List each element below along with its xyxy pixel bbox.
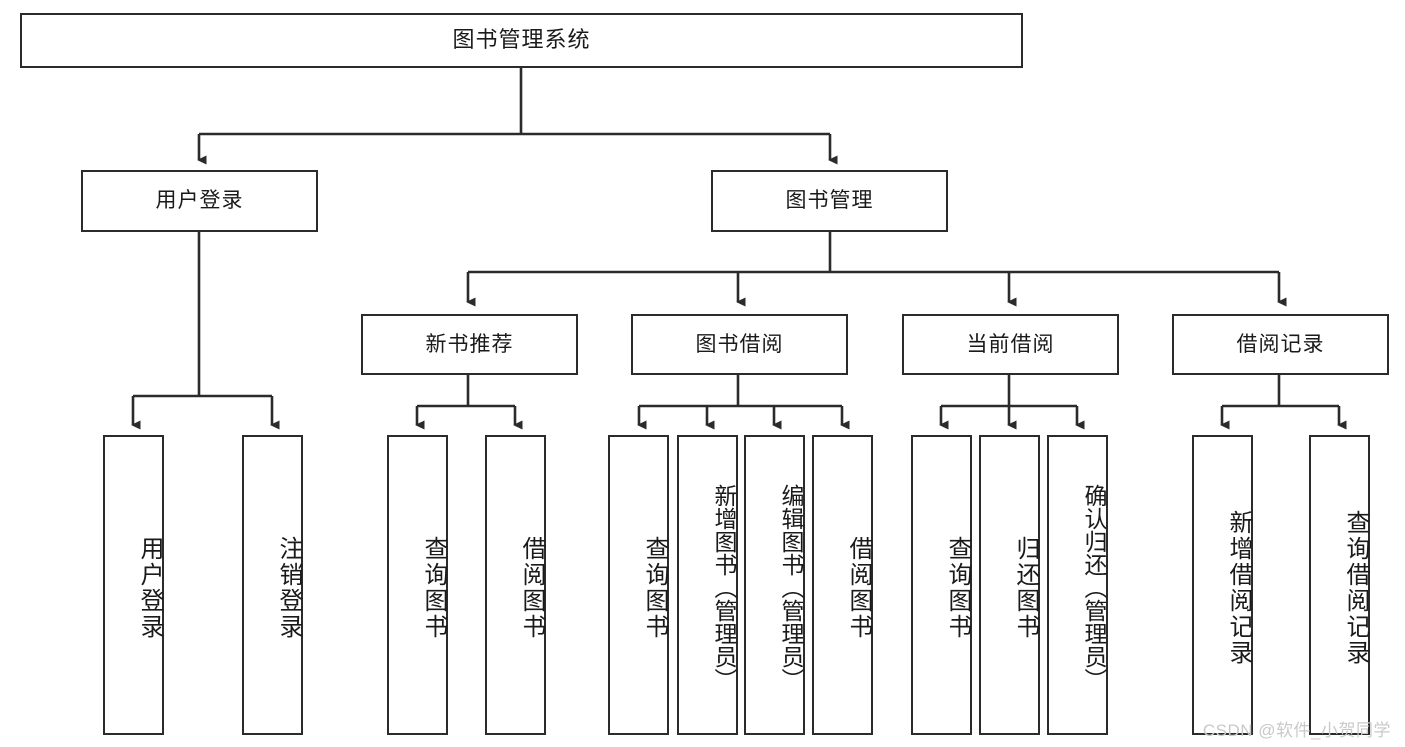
node-label: 新增借阅记录: [1225, 510, 1252, 666]
node-label: 归还图书: [1012, 536, 1039, 640]
leaf-add-borrow-record[interactable]: 新增借阅记录: [1192, 435, 1253, 735]
csdn-watermark: CSDN @软件_小贺同学: [1202, 721, 1391, 740]
leaf-query-books-new[interactable]: 查询图书: [387, 435, 448, 735]
node-book-management[interactable]: 图书管理: [711, 170, 948, 232]
leaf-edit-book-admin[interactable]: 编辑图书（管理员）: [744, 435, 805, 735]
leaf-user-login[interactable]: 用户登录: [103, 435, 164, 735]
node-label: 查询图书: [641, 536, 668, 640]
node-label: 查询图书: [944, 536, 971, 640]
leaf-return-books[interactable]: 归还图书: [979, 435, 1040, 735]
node-label: 当前借阅: [966, 332, 1055, 356]
node-root-book-management-system[interactable]: 图书管理系统: [20, 13, 1023, 68]
node-label: 新增图书（管理员）: [711, 483, 737, 691]
node-current-borrowing[interactable]: 当前借阅: [902, 314, 1119, 375]
node-label: 图书管理: [785, 189, 874, 213]
leaf-query-books-current[interactable]: 查询图书: [911, 435, 972, 735]
node-label: 编辑图书（管理员）: [778, 483, 804, 691]
node-label: 借阅图书: [518, 536, 545, 640]
node-label: 图书借阅: [695, 332, 784, 356]
leaf-confirm-return-admin[interactable]: 确认归还（管理员）: [1047, 435, 1108, 735]
leaf-logout[interactable]: 注销登录: [242, 435, 303, 735]
leaf-borrow-books[interactable]: 借阅图书: [812, 435, 873, 735]
node-book-borrowing[interactable]: 图书借阅: [631, 314, 848, 375]
node-label: 借阅图书: [845, 536, 872, 640]
node-new-book-recommendation[interactable]: 新书推荐: [361, 314, 578, 375]
node-user-login[interactable]: 用户登录: [81, 170, 318, 232]
leaf-borrow-books-new[interactable]: 借阅图书: [485, 435, 546, 735]
node-label: 借阅记录: [1236, 332, 1325, 356]
leaf-query-books-borrow[interactable]: 查询图书: [608, 435, 669, 735]
node-label: 注销登录: [275, 536, 302, 640]
node-label: 查询图书: [420, 536, 447, 640]
node-label: 图书管理系统: [452, 27, 591, 53]
leaf-add-book-admin[interactable]: 新增图书（管理员）: [677, 435, 738, 735]
leaf-query-borrow-record[interactable]: 查询借阅记录: [1309, 435, 1370, 735]
node-label: 查询借阅记录: [1342, 510, 1369, 666]
node-label: 确认归还（管理员）: [1081, 483, 1107, 691]
node-borrowing-records[interactable]: 借阅记录: [1172, 314, 1389, 375]
node-label: 新书推荐: [425, 332, 514, 356]
node-label: 用户登录: [136, 536, 163, 640]
node-label: 用户登录: [155, 189, 244, 213]
